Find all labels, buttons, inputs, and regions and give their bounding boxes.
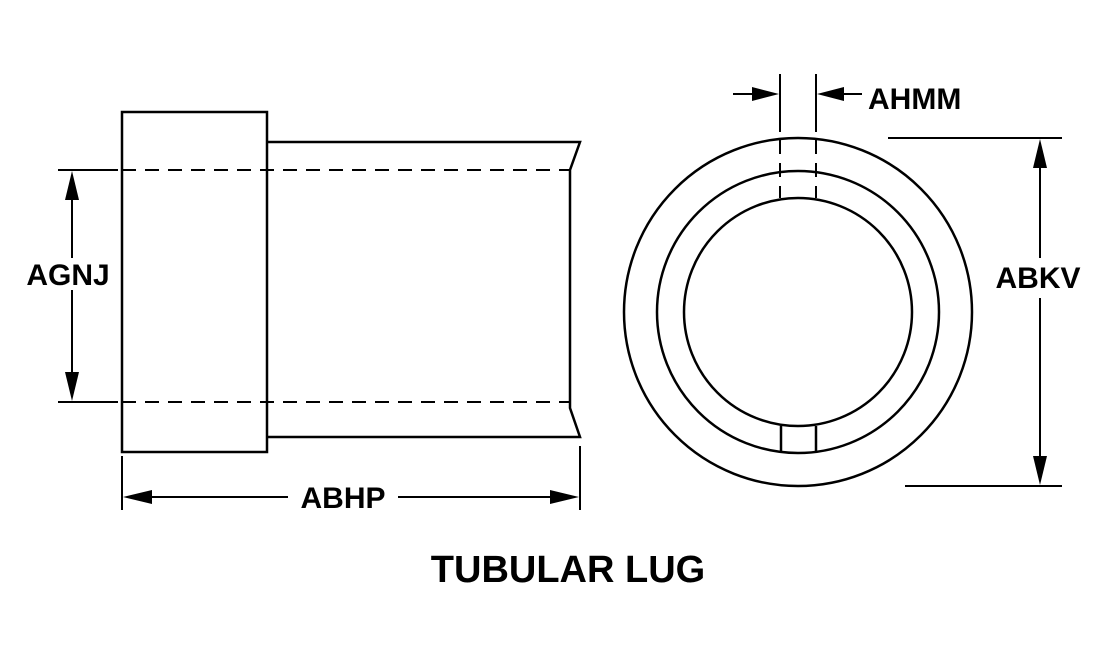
ahmm-dimension: AHMM — [733, 74, 961, 132]
side-view — [120, 110, 582, 454]
lug-head-body — [120, 110, 269, 454]
agnj-arrow-up — [65, 171, 79, 200]
abhp-label: ABHP — [300, 482, 385, 515]
inner-bore-circle — [682, 196, 914, 428]
agnj-label: AGNJ — [26, 259, 109, 292]
abhp-arrow-left — [123, 490, 152, 504]
abkv-arrow-up — [1033, 139, 1047, 168]
ahmm-arrow-right — [752, 87, 779, 101]
ahmm-arrow-left — [817, 87, 844, 101]
middle-circle — [655, 169, 941, 455]
abkv-arrow-down — [1033, 456, 1047, 485]
agnj-arrow-down — [65, 372, 79, 401]
abkv-dimension: ABKV — [888, 137, 1081, 487]
outer-circle — [622, 136, 974, 488]
agnj-dimension: AGNJ — [26, 169, 118, 403]
ahmm-label: AHMM — [868, 83, 961, 116]
drawing-title: TUBULAR LUG — [431, 549, 705, 591]
abkv-label: ABKV — [995, 262, 1080, 295]
abhp-arrow-right — [550, 490, 579, 504]
lug-barrel-body — [267, 140, 582, 439]
abhp-dimension: ABHP — [121, 446, 581, 515]
end-view — [622, 136, 974, 488]
